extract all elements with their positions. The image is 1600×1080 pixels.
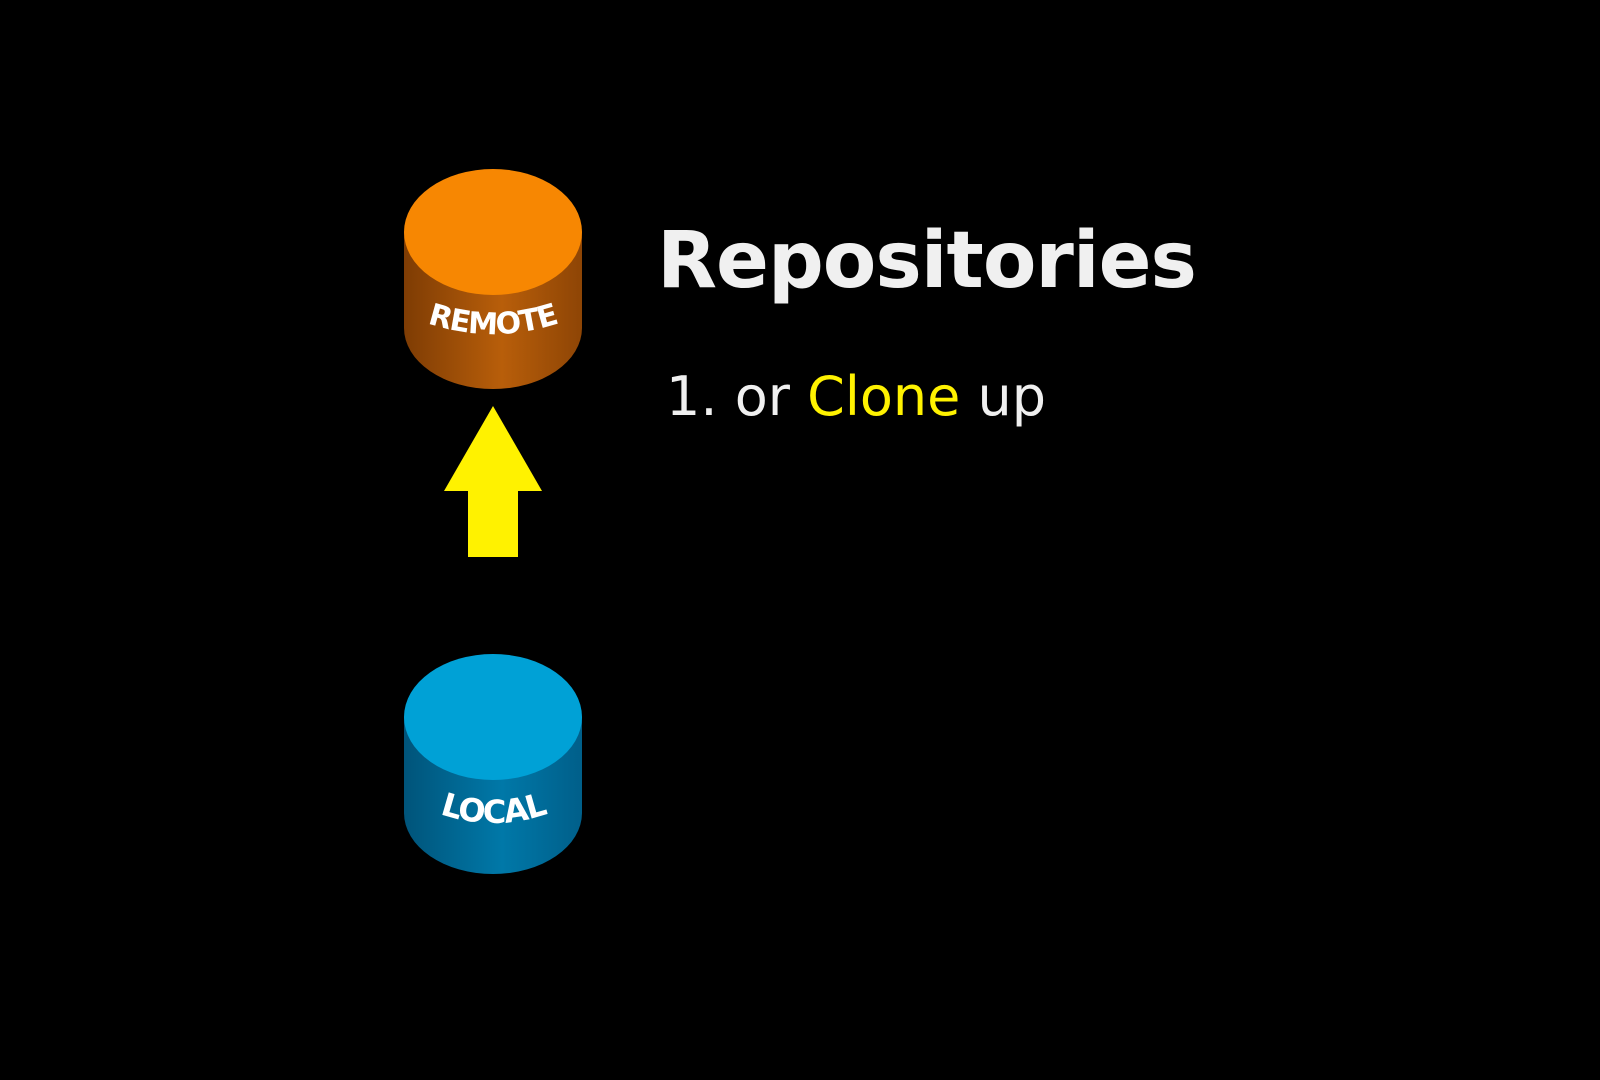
page-title: Repositories [657, 216, 1197, 306]
step-prefix: or [734, 365, 790, 428]
arrow-up-icon [444, 406, 542, 557]
step-line: 1. or Clone up [666, 370, 1046, 424]
step-suffix: up [977, 365, 1047, 428]
step-keyword: Clone [807, 365, 961, 428]
arrow-shaft [468, 490, 518, 557]
remote-cylinder-top [404, 169, 582, 295]
remote-repository-icon: REMOTE [404, 169, 582, 389]
step-number: 1. [666, 365, 718, 428]
local-cylinder-top [404, 654, 582, 780]
arrow-head [444, 406, 542, 491]
local-repository-icon: LOCAL [404, 654, 582, 874]
